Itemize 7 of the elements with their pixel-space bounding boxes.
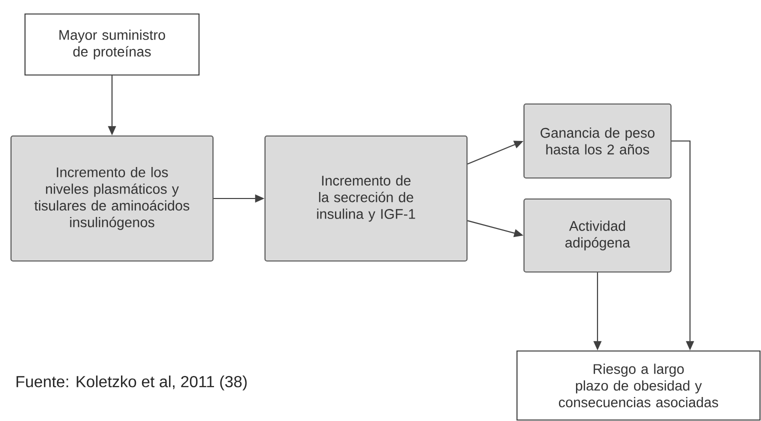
process-box: Incremento de la secreción de insulina y IGF-1 — [264, 135, 468, 262]
text-box: Riesgo a largo plazo de obesidad y consecuencias asociadas — [516, 350, 761, 421]
process-box: Ganancia de peso hasta los 2 años — [523, 103, 672, 179]
process-box: Actividad adipógena — [523, 198, 672, 273]
text-box: Mayor suministro de proteínas — [24, 13, 200, 76]
process-box: Incremento de los niveles plasmáticos y tisulares de aminoácidos insulinógenos — [10, 135, 214, 262]
source-note: Fuente: Koletzko et al, 2011 (38) — [16, 376, 247, 390]
